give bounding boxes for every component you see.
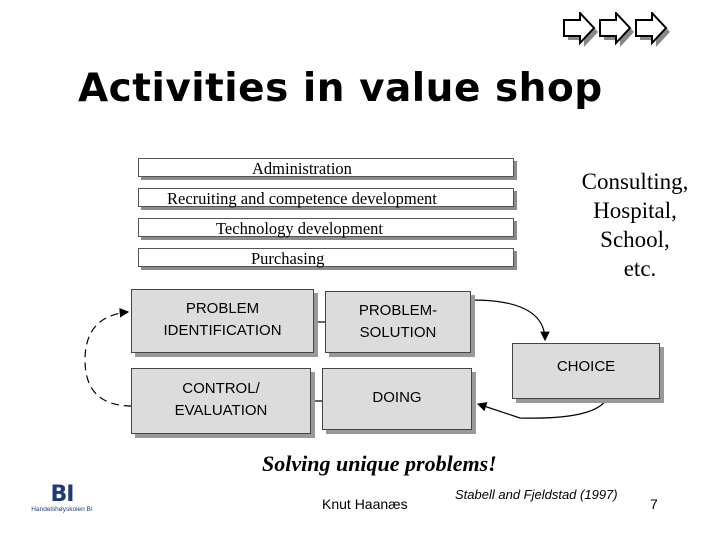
box-label: DOING [372,389,422,406]
examples-text: Consulting, Hospital, School, etc. [560,167,710,283]
box-choice: CHOICE [512,343,660,399]
box-label: IDENTIFICATION [163,322,282,339]
logo-text: Handelshøyskolen BI [31,506,93,513]
logo: BI Handelshøyskolen BI [22,482,102,514]
box-label: CONTROL/ [182,380,260,397]
box-label: EVALUATION [174,402,268,419]
logo-mark: BI [50,482,75,507]
arrow-right-icon [635,12,670,47]
arrow-right-icon [563,12,598,47]
subtitle: Solving unique problems! [262,451,497,476]
example-hospital: Hospital, [593,198,677,223]
support-bar-technology: Technology development [138,218,514,238]
nav-arrows-decoration [563,12,670,47]
page-title: Activities in value shop [78,66,603,111]
page-number: 7 [650,496,658,512]
box-doing: DOING [322,368,472,430]
source-citation: Stabell and Fjeldstad (1997) [455,487,618,502]
author: Knut Haanæs [322,496,408,512]
example-school: School, [600,227,670,252]
box-label: PROBLEM [185,300,260,317]
box-control-evaluation: CONTROL/ EVALUATION [131,368,311,434]
arrow-right-icon [599,12,634,47]
box-problem-identification: PROBLEM IDENTIFICATION [131,289,314,353]
example-etc: etc. [623,256,657,281]
support-bar-recruiting: Recruiting and competence development [138,188,514,208]
box-label: SOLUTION [359,324,437,341]
box-label: PROBLEM- [358,302,438,319]
box-problem-solution: PROBLEM- SOLUTION [325,291,471,353]
box-label: CHOICE [556,358,616,375]
example-consulting: Consulting, [581,169,689,194]
support-bar-administration: Administration [138,158,514,178]
support-bar-purchasing: Purchasing [138,248,514,268]
